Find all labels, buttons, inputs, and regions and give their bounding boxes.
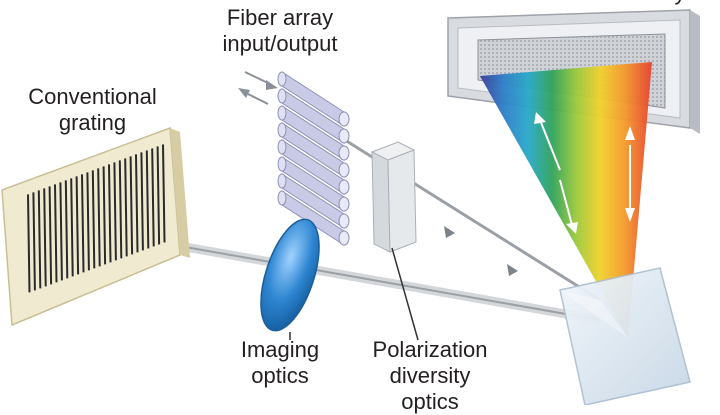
grating-slit <box>27 194 31 293</box>
grating-slit <box>59 182 63 281</box>
polarization-label: Polarization diversity optics <box>350 337 510 415</box>
grating-slit <box>64 180 69 279</box>
grating-slit <box>75 176 80 275</box>
imaging-label-line1: Imaging <box>240 337 320 362</box>
grating-slit <box>91 170 96 269</box>
beam-arrow-2 <box>507 264 518 276</box>
spectrum-beam <box>480 62 652 338</box>
grating-slit <box>108 164 112 263</box>
grating-slit <box>140 152 144 251</box>
fiber <box>277 139 350 195</box>
fiber-array <box>277 71 350 246</box>
grating-slit <box>43 188 47 287</box>
fiber <box>277 88 350 144</box>
detector-label-partial-text: y <box>640 0 720 6</box>
fiber-array-label-line2: input/output <box>222 31 338 56</box>
imaging-lens <box>260 218 320 332</box>
grating-slit <box>86 172 90 271</box>
prism <box>559 267 691 406</box>
fiber <box>277 156 350 212</box>
imaging-label-line2: optics <box>251 363 309 388</box>
grating-slit <box>129 156 134 255</box>
fiber <box>277 190 350 246</box>
grating-slit <box>48 186 53 285</box>
fiber <box>277 173 350 229</box>
polarization-label-line2: diversity <box>389 363 471 388</box>
scan-arrow-left <box>539 119 561 171</box>
fiber-array-label-line1: Fiber array <box>226 5 334 30</box>
grating-slit <box>54 184 58 283</box>
conventional-grating-label: Conventional grating <box>5 84 180 136</box>
grating-slit <box>32 192 36 291</box>
grating-slit <box>102 166 107 265</box>
fiber <box>277 71 350 127</box>
grating-slit <box>151 148 155 247</box>
grating-slit <box>156 146 161 245</box>
grating-slit <box>162 144 166 243</box>
fiber <box>277 105 350 161</box>
polarization-block <box>370 141 417 253</box>
grating-slit <box>135 154 139 253</box>
beam-arrow-1 <box>444 226 455 238</box>
conventional-grating <box>1 126 190 327</box>
grating-slit <box>145 150 150 249</box>
conventional-label-line2: grating <box>58 110 127 135</box>
optical-diagram <box>1 9 700 406</box>
conventional-label-line1: Conventional <box>28 84 157 109</box>
grating-slit <box>97 168 101 267</box>
fiber-array-label: Fiber array input/output <box>190 5 370 57</box>
grating-slit <box>70 178 74 277</box>
grating-slit <box>81 174 85 273</box>
imaging-optics-label: Imaging optics <box>215 337 345 389</box>
polarization-label-line3: optics <box>401 389 459 414</box>
grating-slit <box>37 190 42 289</box>
fiber <box>277 122 350 178</box>
grating-slit <box>113 162 117 261</box>
grating-slit <box>124 158 128 257</box>
detector-label-partial: y <box>640 0 720 6</box>
leader-polarization <box>391 247 419 341</box>
grating-slit <box>118 160 123 259</box>
polarization-label-line1: Polarization <box>372 337 488 362</box>
